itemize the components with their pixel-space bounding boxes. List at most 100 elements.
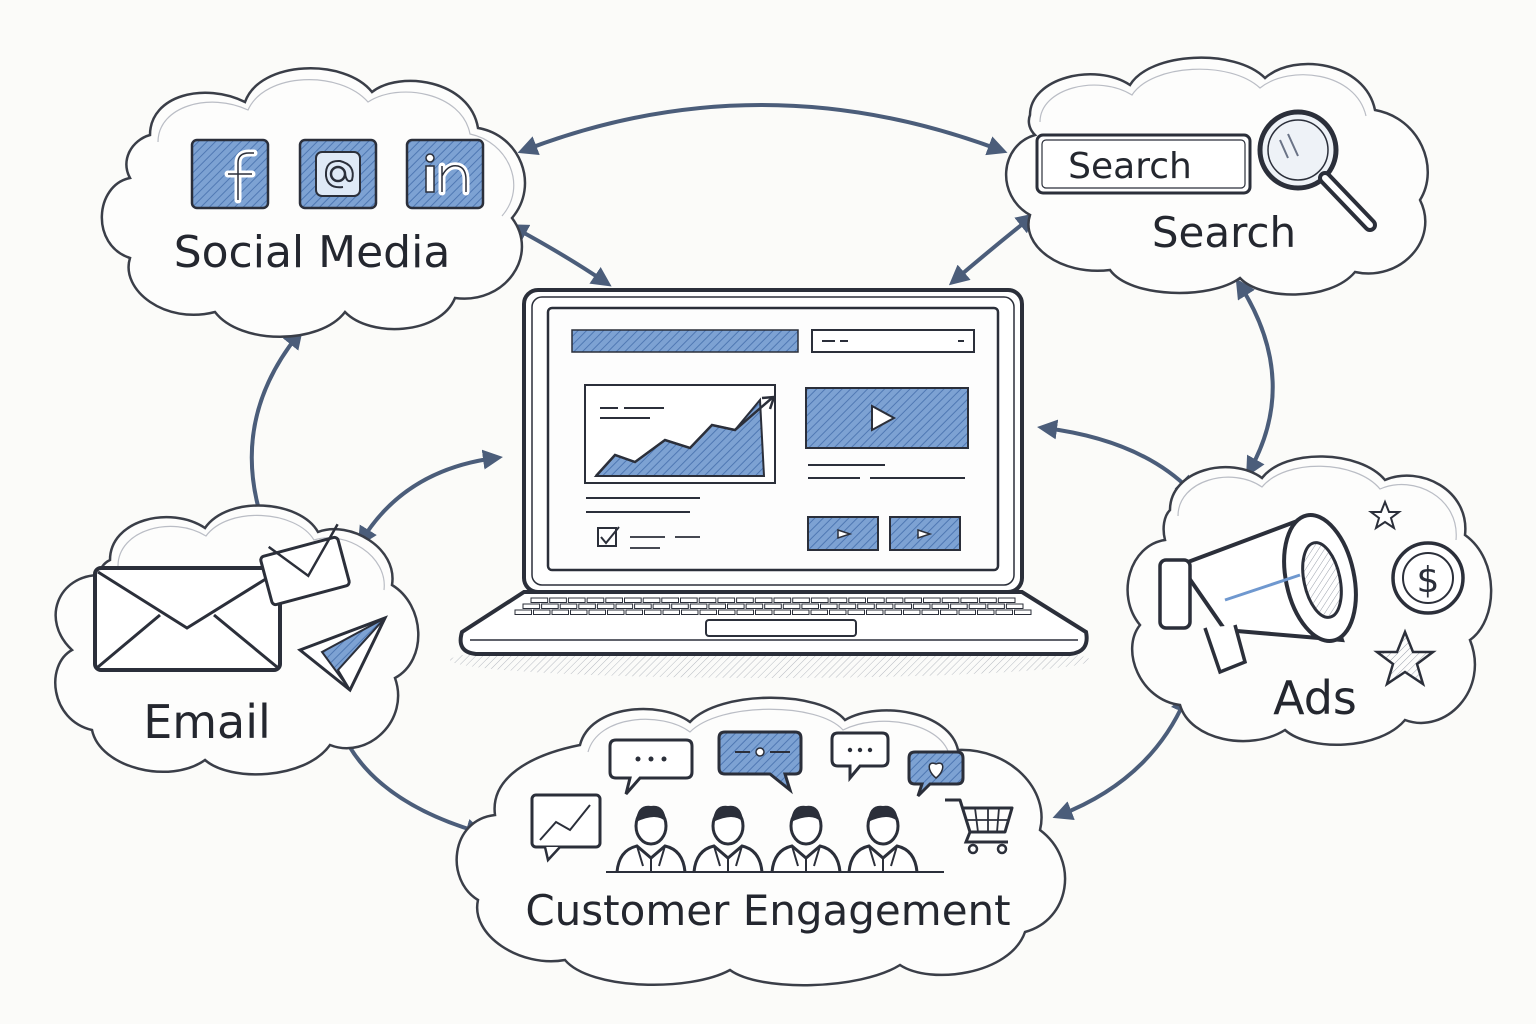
star-icon: [1373, 628, 1437, 687]
search-box-text: Search: [1068, 146, 1192, 187]
keyboard-key: [615, 603, 634, 609]
keyboard-key: [848, 597, 866, 603]
keyboard-key: [680, 597, 698, 603]
keyboard-key: [866, 609, 884, 615]
keyboard-key: [652, 603, 671, 609]
keyboard-key: [857, 603, 875, 609]
keyboard-key: [530, 597, 549, 603]
feedback-chat-icon: [530, 793, 602, 863]
keyboard-key: [662, 609, 680, 615]
shopping-cart-icon: [945, 798, 1014, 855]
social-media-label: Social Media: [174, 227, 451, 278]
keyboard-key: [671, 603, 689, 609]
small-envelope-icon: [259, 523, 351, 607]
keyboard-key: [718, 609, 736, 615]
svg-text:$: $: [1417, 560, 1440, 601]
keyboard-key: [588, 609, 606, 615]
keyboard-key: [838, 603, 857, 609]
keyboard-key: [810, 597, 829, 603]
person-icon: [847, 805, 919, 873]
keyboard-key: [867, 597, 885, 603]
keyboard-key: [995, 609, 1013, 615]
keyboard-key: [940, 609, 958, 615]
email-node: Email: [54, 504, 420, 776]
arrow-social-email: [248, 328, 303, 528]
keyboard-key: [642, 597, 661, 603]
keyboard-key: [514, 609, 532, 615]
keyboard-key: [782, 603, 801, 609]
arrow-search-laptop: [948, 213, 1037, 286]
keyboard-key: [977, 609, 995, 615]
keyboard-key: [885, 597, 904, 603]
keyboard-key: [522, 603, 541, 609]
keyboard-key: [829, 597, 848, 603]
linkedin-icon: [405, 138, 485, 210]
keyboard-key: [578, 603, 596, 609]
keyboard-key: [847, 609, 865, 615]
keyboard-key: [997, 597, 1016, 603]
customer-engagement-node: Customer Engagement: [455, 696, 1067, 987]
keyboard-key: [699, 609, 717, 615]
keyboard-key: [624, 597, 642, 603]
at-sign-icon: [298, 138, 378, 210]
keyboard-key: [736, 609, 754, 615]
keyboard: [514, 597, 1032, 615]
screen-header-bar: [571, 329, 799, 353]
keyboard-key: [960, 597, 979, 603]
play-icon: [871, 404, 897, 432]
keyboard-key: [586, 597, 605, 603]
keyboard-key: [1014, 609, 1032, 615]
keyboard-key: [634, 603, 652, 609]
facebook-icon: [190, 138, 270, 210]
keyboard-key: [549, 597, 567, 603]
keyboard-key: [605, 597, 623, 603]
keyboard-key: [979, 597, 997, 603]
social-media-node: Social Media: [100, 67, 527, 338]
keyboard-key: [533, 609, 551, 615]
email-label: Email: [143, 695, 271, 749]
arrow-email-laptop: [357, 449, 503, 547]
keyboard-key: [708, 603, 727, 609]
keyboard-key: [1005, 603, 1024, 609]
keyboard-key: [754, 597, 773, 603]
keyboard-key: [689, 603, 708, 609]
search-node: Search Search: [1005, 56, 1429, 296]
keyboard-key: [958, 609, 976, 615]
screen-checkbox: [597, 527, 617, 547]
keyboard-key: [950, 603, 968, 609]
keyboard-key: [903, 609, 921, 615]
keyboard-key: [764, 603, 782, 609]
arrow-social-search: [517, 103, 1008, 156]
keyboard-key: [884, 609, 902, 615]
screen-search-bar: [811, 329, 975, 353]
person-icon: [615, 805, 687, 873]
keyboard-key: [904, 597, 922, 603]
keyboard-key: [625, 609, 643, 615]
keyboard-key: [596, 603, 615, 609]
keyboard-key: [567, 597, 586, 603]
keyboard-key: [931, 603, 950, 609]
search-label: Search: [1152, 208, 1296, 257]
arrow-social-laptop: [507, 224, 612, 287]
keyboard-key: [792, 609, 810, 615]
keyboard-key: [921, 609, 939, 615]
keyboard-key: [923, 597, 941, 603]
keyboard-key: [987, 603, 1005, 609]
person-icon: [692, 805, 764, 873]
megaphone-icon: [1158, 513, 1358, 675]
keyboard-key: [736, 597, 754, 603]
customer-engagement-label: Customer Engagement: [525, 886, 1010, 935]
search-box: Search: [1035, 133, 1252, 195]
paper-plane-icon: [297, 615, 388, 693]
chat-bubble-highlight-icon: [717, 730, 803, 795]
keyboard-key: [912, 603, 931, 609]
keyboard-key: [773, 609, 791, 615]
keyboard-key: [968, 603, 987, 609]
trackpad: [705, 619, 857, 637]
magnifier-icon: [1257, 109, 1377, 232]
keyboard-key: [894, 603, 913, 609]
chat-bubble-icon: [608, 738, 694, 795]
chat-bubble-small-icon: [830, 731, 890, 783]
keyboard-key: [941, 597, 960, 603]
